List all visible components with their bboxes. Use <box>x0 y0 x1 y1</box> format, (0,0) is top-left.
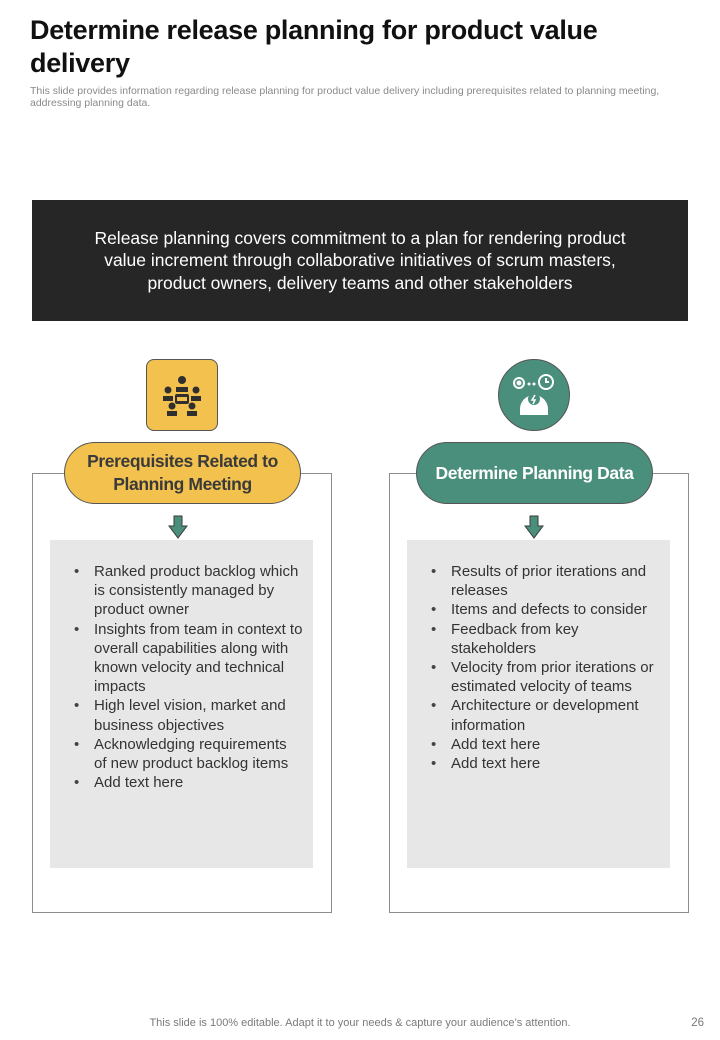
list-item: Velocity from prior iterations or estima… <box>431 658 660 696</box>
list-item: Add text here <box>74 773 303 792</box>
summary-banner: Release planning covers commitment to a … <box>32 200 688 321</box>
arrow-down-icon <box>524 515 544 539</box>
banner-text: Release planning covers commitment to a … <box>94 227 626 293</box>
list-item: Insights from team in context to overall… <box>74 620 303 697</box>
arrow-down-icon <box>168 515 188 539</box>
footer-note: This slide is 100% editable. Adapt it to… <box>149 1017 571 1029</box>
page-subtitle: This slide provides information regardin… <box>30 85 660 109</box>
list-item: Acknowledging requirements of new produc… <box>74 735 303 773</box>
prerequisites-heading: Prerequisites Related to Planning Meetin… <box>64 442 301 504</box>
page-number: 26 <box>691 1017 704 1029</box>
list-item: High level vision, market and business o… <box>74 696 303 734</box>
list-item: Items and defects to consider <box>431 600 660 619</box>
planning-data-heading: Determine Planning Data <box>416 442 653 504</box>
page-title: Determine release planning for product v… <box>30 15 598 78</box>
list-item: Architecture or development information <box>431 696 660 734</box>
prerequisites-list: Ranked product backlog which is consiste… <box>50 540 313 868</box>
list-item: Add text here <box>431 735 660 754</box>
list-item: Add text here <box>431 754 660 773</box>
planning-data-list: Results of prior iterations and releases… <box>407 540 670 868</box>
team-meeting-icon <box>146 359 218 431</box>
list-item: Results of prior iterations and releases <box>431 562 660 600</box>
list-item: Feedback from key stakeholders <box>431 620 660 658</box>
list-item: Ranked product backlog which is consiste… <box>74 562 303 620</box>
data-analysis-icon <box>498 359 570 431</box>
